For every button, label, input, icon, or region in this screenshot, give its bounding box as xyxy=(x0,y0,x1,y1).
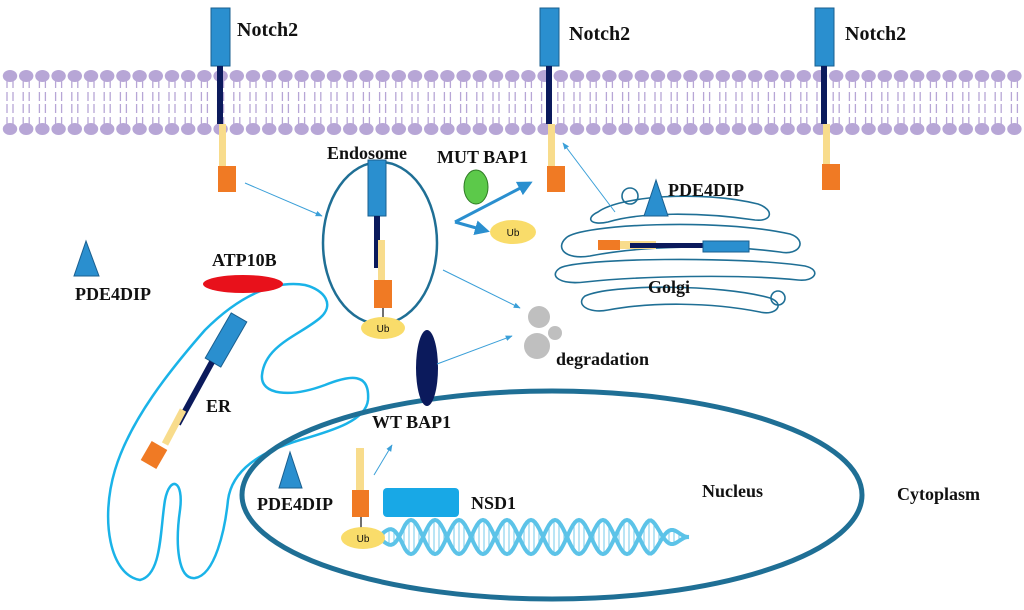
pathway-arrows xyxy=(244,142,616,476)
endosome-label: Endosome xyxy=(327,143,407,163)
nucleus xyxy=(239,388,865,602)
svg-text:Ub: Ub xyxy=(377,324,390,335)
nucleus-label: Nucleus xyxy=(702,481,763,501)
notch2-receptor xyxy=(814,7,840,190)
cytoplasm-label: Cytoplasm xyxy=(897,484,980,504)
atp10b-label: ATP10B xyxy=(212,250,277,270)
pde4dip-label: PDE4DIP xyxy=(75,284,151,304)
notch2-endosomal xyxy=(367,159,392,318)
notch2-label: Notch2 xyxy=(569,23,630,45)
notch2-er xyxy=(140,312,248,470)
er-label: ER xyxy=(206,396,232,416)
degradation-label: degradation xyxy=(556,349,649,369)
notch2-nuclear xyxy=(352,448,369,528)
golgi-label: Golgi xyxy=(648,277,690,297)
endoplasmic-reticulum xyxy=(106,282,370,582)
notch2-label: Notch2 xyxy=(845,23,906,45)
nsd1-label: NSD1 xyxy=(471,493,516,513)
notch2-receptor xyxy=(539,7,565,192)
dna-helix xyxy=(374,517,690,557)
cell-membrane xyxy=(2,70,1022,135)
pde4dip-label: PDE4DIP xyxy=(257,494,333,514)
pde4dip-label: PDE4DIP xyxy=(668,180,744,200)
pde4dip-triangle xyxy=(643,178,669,217)
notch2-golgi xyxy=(598,240,750,253)
wt-bap1-label: WT BAP1 xyxy=(372,412,451,432)
atp10b-protein xyxy=(203,275,283,293)
golgi-apparatus xyxy=(554,187,816,314)
pde4dip-triangle xyxy=(73,239,100,277)
mut-bap1-protein xyxy=(463,169,489,205)
pde4dip-triangle xyxy=(278,450,303,489)
notch2-receptor xyxy=(210,7,236,192)
svg-text:Ub: Ub xyxy=(507,228,520,239)
ubiquitin-tag: Ub xyxy=(361,317,405,339)
ubiquitin-tag: Ub xyxy=(341,527,385,549)
notch2-label: Notch2 xyxy=(237,19,298,41)
mut-bap1-arrows xyxy=(454,181,533,235)
mut-bap1-label: MUT BAP1 xyxy=(437,147,528,167)
wt-bap1-protein xyxy=(416,330,438,406)
svg-text:Ub: Ub xyxy=(357,534,370,545)
degradation-fragments xyxy=(524,306,562,359)
ubiquitin-tag: Ub xyxy=(490,220,536,244)
nsd1-protein xyxy=(383,488,459,517)
